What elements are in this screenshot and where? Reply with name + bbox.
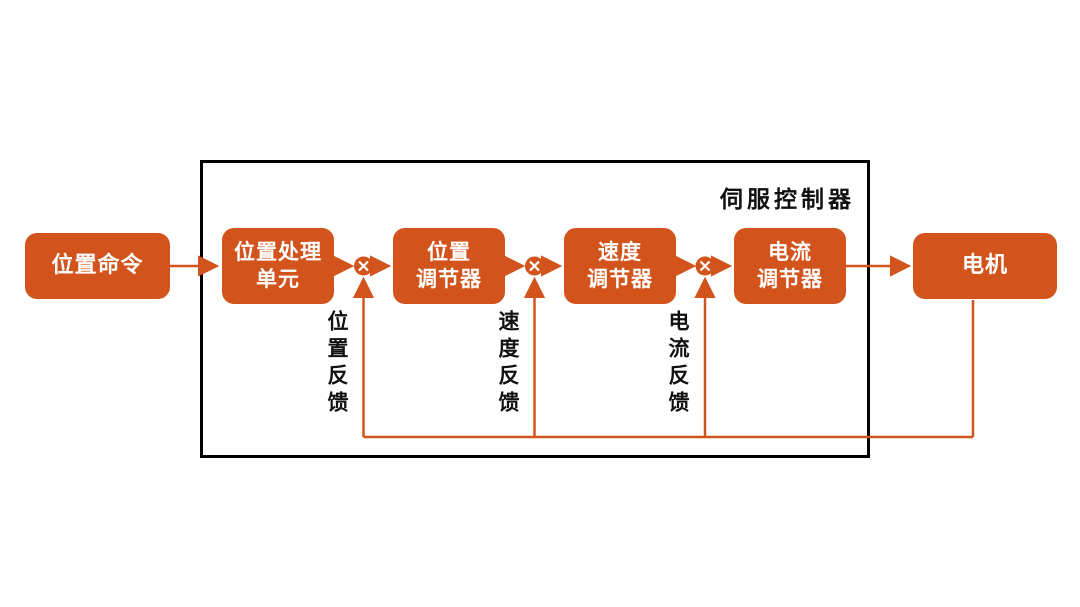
node-motor: 电机 <box>913 233 1057 299</box>
summing-junction-icon <box>354 256 373 276</box>
feedback-label-current: 电流反馈 <box>666 310 690 418</box>
node-current-regulator: 电流 调节器 <box>734 228 846 304</box>
node-position-regulator: 位置 调节器 <box>393 228 505 304</box>
servo-controller-frame <box>200 160 870 458</box>
node-speed-regulator: 速度 调节器 <box>564 228 676 304</box>
node-position-command: 位置命令 <box>25 233 170 299</box>
summing-junction-icon <box>695 256 715 276</box>
summing-junction-icon <box>525 256 544 276</box>
feedback-label-position: 位置反馈 <box>325 310 349 418</box>
feedback-label-speed: 速度反馈 <box>496 310 520 418</box>
servo-controller-title: 伺服控制器 <box>720 187 855 213</box>
node-position-processing-unit: 位置处理 单元 <box>222 228 334 304</box>
